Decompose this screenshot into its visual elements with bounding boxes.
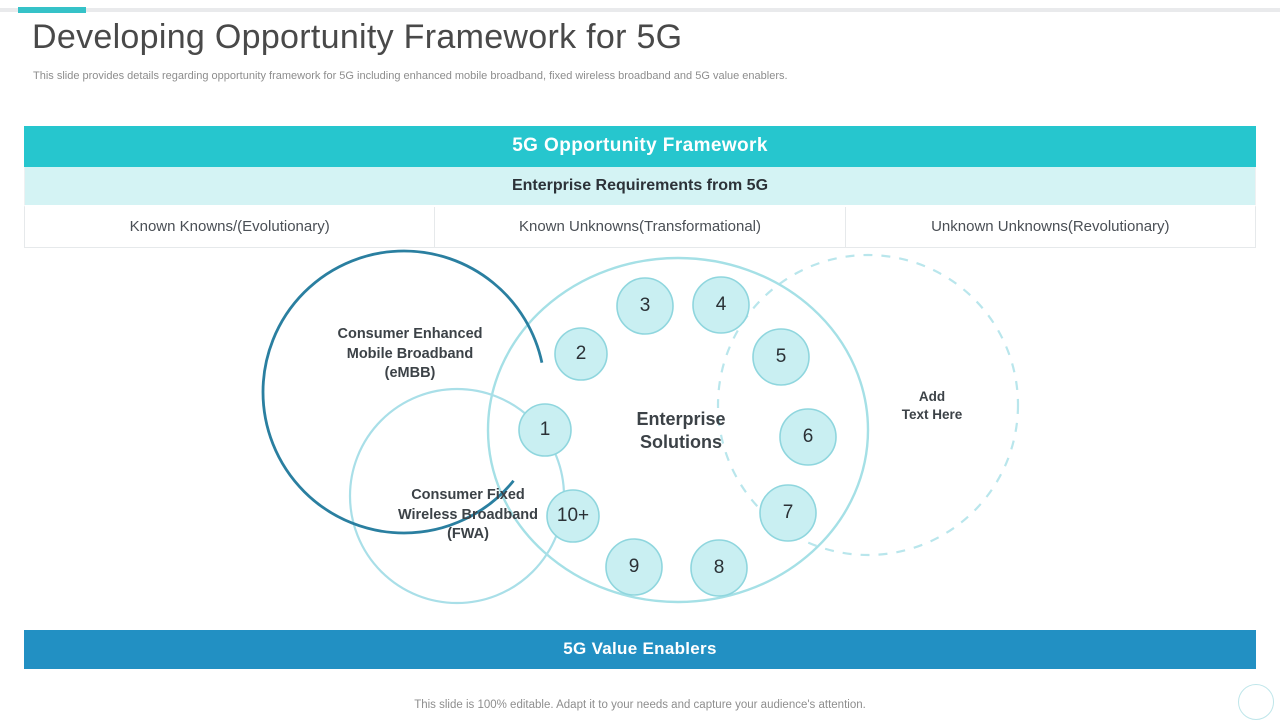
enterprise-label-line1: Enterprise <box>636 409 726 429</box>
enterprise-label-line2: Solutions <box>640 432 722 453</box>
framework-table: 5G Opportunity Framework Enterprise Requ… <box>24 126 1256 248</box>
node-circle-3[interactable] <box>616 277 674 335</box>
add-text-line1: Add <box>918 389 946 404</box>
fwa-label-line3: (FWA) <box>447 526 489 543</box>
add-text-here-label[interactable]: Add Text Here <box>872 388 992 424</box>
node-circle-7[interactable] <box>759 484 817 542</box>
node-circle-9[interactable] <box>605 538 663 596</box>
requirement-column-known-knowns: Known Knowns/(Evolutionary) <box>25 207 436 247</box>
enterprise-solutions-label: Enterprise Solutions <box>596 408 766 455</box>
node-circle-10plus[interactable] <box>546 489 600 543</box>
framework-banner-title: 5G Opportunity Framework <box>24 126 1256 167</box>
requirements-column-row: Known Knowns/(Evolutionary) Known Unknow… <box>24 205 1256 248</box>
unknown-unknowns-dashed-circle <box>716 253 1020 557</box>
requirement-column-known-unknowns: Known Unknowns(Transformational) <box>435 207 846 247</box>
embb-label-line2: Mobile Broadband <box>346 345 474 362</box>
embb-label-line3: (eMBB) <box>384 365 436 382</box>
top-divider-rule <box>0 8 1280 12</box>
node-circle-1[interactable] <box>518 403 572 457</box>
enterprise-requirements-title: Enterprise Requirements from 5G <box>24 167 1256 205</box>
embb-label-line1: Consumer Enhanced <box>337 326 483 342</box>
node-circle-2[interactable] <box>554 327 608 381</box>
value-enablers-banner: 5G Value Enablers <box>24 630 1256 669</box>
opportunity-venn-diagram: 1 2 3 4 5 6 7 8 9 10+ Consumer Enhanced … <box>0 240 1280 625</box>
node-circle-4[interactable] <box>692 276 750 334</box>
requirement-column-unknown-unknowns: Unknown Unknowns(Revolutionary) <box>931 218 1170 235</box>
node-circle-8[interactable] <box>690 539 748 597</box>
top-accent-bar <box>18 7 86 13</box>
consumer-enhanced-mobile-broadband-circle <box>261 249 547 535</box>
node-circle-5[interactable] <box>752 328 810 386</box>
fwa-label-line2: Wireless Broadband <box>397 506 539 523</box>
numbered-node-group <box>518 276 837 597</box>
add-text-line2: Text Here <box>901 407 963 423</box>
page-title: Developing Opportunity Framework for 5G <box>32 18 683 56</box>
page-subtitle: This slide provides details regarding op… <box>33 70 788 82</box>
embb-label: Consumer Enhanced Mobile Broadband (eMBB… <box>310 325 510 384</box>
fwa-label-line1: Consumer Fixed <box>411 487 525 503</box>
node-circle-6[interactable] <box>779 408 837 466</box>
venn-diagram-svg <box>261 249 1020 605</box>
enterprise-solutions-ellipse <box>486 256 870 604</box>
footer-note: This slide is 100% editable. Adapt it to… <box>414 699 866 711</box>
decorative-circle-icon <box>1238 684 1274 720</box>
fwa-label: Consumer Fixed Wireless Broadband (FWA) <box>368 486 568 545</box>
